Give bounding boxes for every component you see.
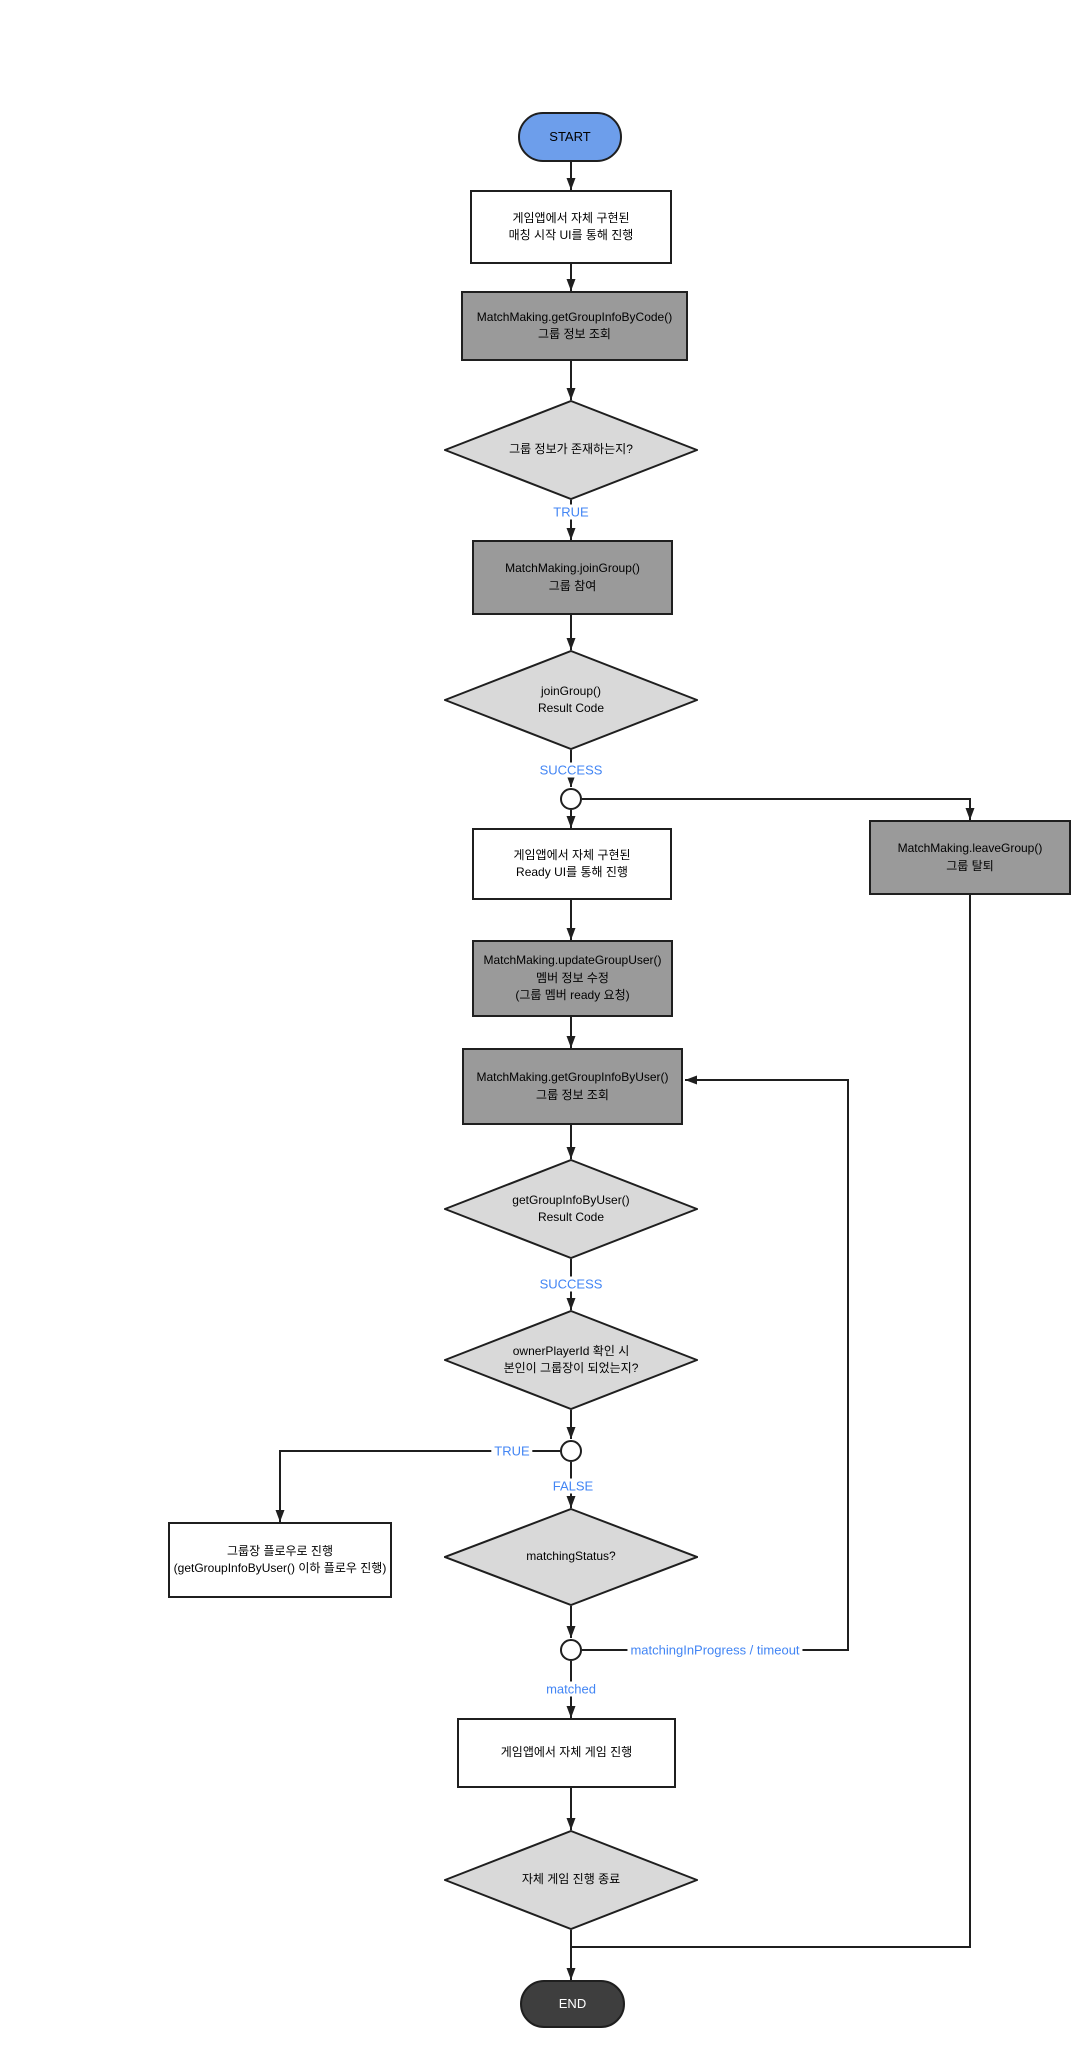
junction-after-joingroup [560, 788, 582, 810]
edge-label-matched: matched [543, 1681, 599, 1697]
process-getgroupinfobyuser: MatchMaking.getGroupInfoByUser() 그룹 정보 조… [462, 1048, 683, 1125]
process-owner-flow-line1: 그룹장 플로우로 진행 [226, 1543, 334, 1558]
start-node: START [518, 112, 622, 162]
decision-matchingstatus-shape [444, 1508, 698, 1606]
start-label: START [549, 128, 591, 144]
process-leavegroup: MatchMaking.leaveGroup() 그룹 탈퇴 [869, 820, 1071, 895]
edge-label-success-getgroupinfo: SUCCESS [536, 1276, 606, 1292]
edge-junction2-to-owner-flow [275, 1450, 560, 1522]
process-updategroupuser-line2: 멤버 정보 수정 [536, 970, 609, 985]
process-ready-ui: 게임앱에서 자체 구현된 Ready UI를 통해 진행 [472, 828, 672, 900]
process-gameplay-label: 게임앱에서 자체 게임 진행 [500, 1745, 633, 1760]
process-owner-flow: 그룹장 플로우로 진행 (getGroupInfoByUser() 이하 플로우… [168, 1522, 392, 1598]
end-label: END [558, 1995, 587, 2011]
edge-label-true-group-exists: TRUE [550, 504, 592, 520]
process-getgroupinfobycode-line1: MatchMaking.getGroupInfoByCode() [476, 309, 673, 324]
junction-owner-branch [560, 1440, 582, 1462]
process-joingroup: MatchMaking.joinGroup() 그룹 참여 [472, 540, 673, 615]
process-updategroupuser-line3: (그룹 멤버 ready 요청) [515, 988, 630, 1003]
process-ready-ui-line2: Ready UI를 통해 진행 [516, 865, 628, 879]
edge-label-true-owner: TRUE [491, 1443, 533, 1459]
process-matching-ui: 게임앱에서 자체 구현된 매칭 시작 UI를 통해 진행 [470, 190, 672, 264]
decision-owner-check: ownerPlayerId 확인 시 본인이 그룹장이 되었는지? [444, 1310, 698, 1410]
decision-game-end: 자체 게임 진행 종료 [444, 1830, 698, 1930]
decision-game-end-shape [444, 1830, 698, 1930]
edge-label-matching-in-progress: matchingInProgress / timeout [627, 1642, 803, 1658]
process-matching-ui-line1: 게임앱에서 자체 구현된 [512, 210, 630, 225]
decision-matchingstatus: matchingStatus? [444, 1508, 698, 1606]
edge-leavegroup-to-merge [571, 895, 971, 1948]
process-joingroup-line2: 그룹 참여 [548, 578, 597, 593]
process-leavegroup-line2: 그룹 탈퇴 [946, 858, 994, 873]
end-node: END [520, 1980, 625, 2028]
process-updategroupuser-line1: MatchMaking.updateGroupUser() [483, 953, 662, 968]
process-getgroupinfobycode: MatchMaking.getGroupInfoByCode() 그룹 정보 조… [461, 291, 688, 361]
process-leavegroup-line1: MatchMaking.leaveGroup() [897, 841, 1043, 856]
decision-joingroup-result-shape [444, 650, 698, 750]
process-joingroup-line1: MatchMaking.joinGroup() [505, 561, 640, 576]
process-updategroupuser: MatchMaking.updateGroupUser() 멤버 정보 수정 (… [472, 940, 673, 1017]
process-getgroupinfobyuser-line2: 그룹 정보 조회 [536, 1087, 609, 1102]
process-getgroupinfobycode-line2: 그룹 정보 조회 [538, 327, 611, 341]
decision-joingroup-result: joinGroup() Result Code [444, 650, 698, 750]
decision-getgroupinfobyuser-result: getGroupInfoByUser() Result Code [444, 1159, 698, 1259]
process-matching-ui-line2: 매칭 시작 UI를 통해 진행 [508, 228, 634, 242]
decision-group-exists-shape [444, 400, 698, 500]
junction-matching-branch [560, 1639, 582, 1661]
process-getgroupinfobyuser-line1: MatchMaking.getGroupInfoByUser() [476, 1070, 669, 1085]
edge-junction1-to-leavegroup [582, 798, 975, 820]
process-owner-flow-line2: (getGroupInfoByUser() 이하 플로우 진행) [173, 1561, 387, 1575]
edge-label-false-owner: FALSE [549, 1478, 597, 1494]
decision-getgroupinfobyuser-result-shape [444, 1159, 698, 1259]
process-ready-ui-line1: 게임앱에서 자체 구현된 [513, 847, 631, 862]
process-gameplay: 게임앱에서 자체 게임 진행 [457, 1718, 676, 1788]
edge-label-success-joingroup: SUCCESS [536, 762, 606, 778]
decision-group-exists: 그룹 정보가 존재하는지? [444, 400, 698, 500]
decision-owner-check-shape [444, 1310, 698, 1410]
